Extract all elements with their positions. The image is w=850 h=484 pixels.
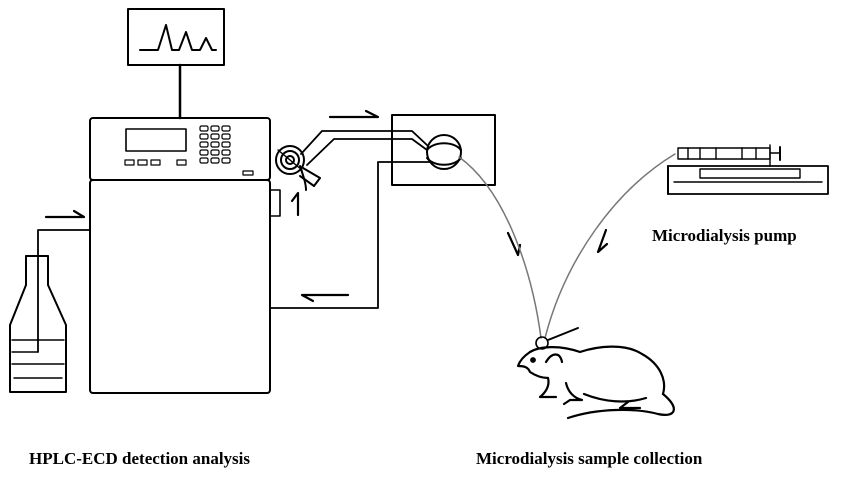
sample-collector	[391, 114, 496, 186]
hplc-button	[124, 159, 135, 166]
chromatogram-monitor	[127, 8, 225, 120]
microdialysis-pump-label: Microdialysis pump	[652, 226, 797, 245]
sample-collection-label: Microdialysis sample collection	[476, 449, 703, 468]
rat-illustration	[516, 327, 675, 420]
hplc-lower-cabinet	[89, 179, 271, 394]
syringe	[677, 144, 781, 167]
injection-valve	[269, 145, 321, 217]
hplc-button	[137, 159, 148, 166]
chromatogram-peaks	[139, 24, 217, 51]
hplc-button	[150, 159, 161, 166]
hplc-status-light	[242, 170, 254, 176]
tubing	[37, 130, 431, 353]
reservoir-bottle	[9, 255, 67, 393]
probe-tubing	[458, 153, 676, 339]
hplc-ecd-instrument	[89, 117, 271, 394]
flow-arrow	[44, 109, 609, 303]
hplc-keypad	[199, 125, 231, 164]
hplc-ecd-label: HPLC-ECD detection analysis	[29, 449, 250, 468]
hplc-display-screen	[125, 128, 187, 152]
hplc-button	[176, 159, 187, 166]
microdialysis-pump	[667, 144, 829, 195]
